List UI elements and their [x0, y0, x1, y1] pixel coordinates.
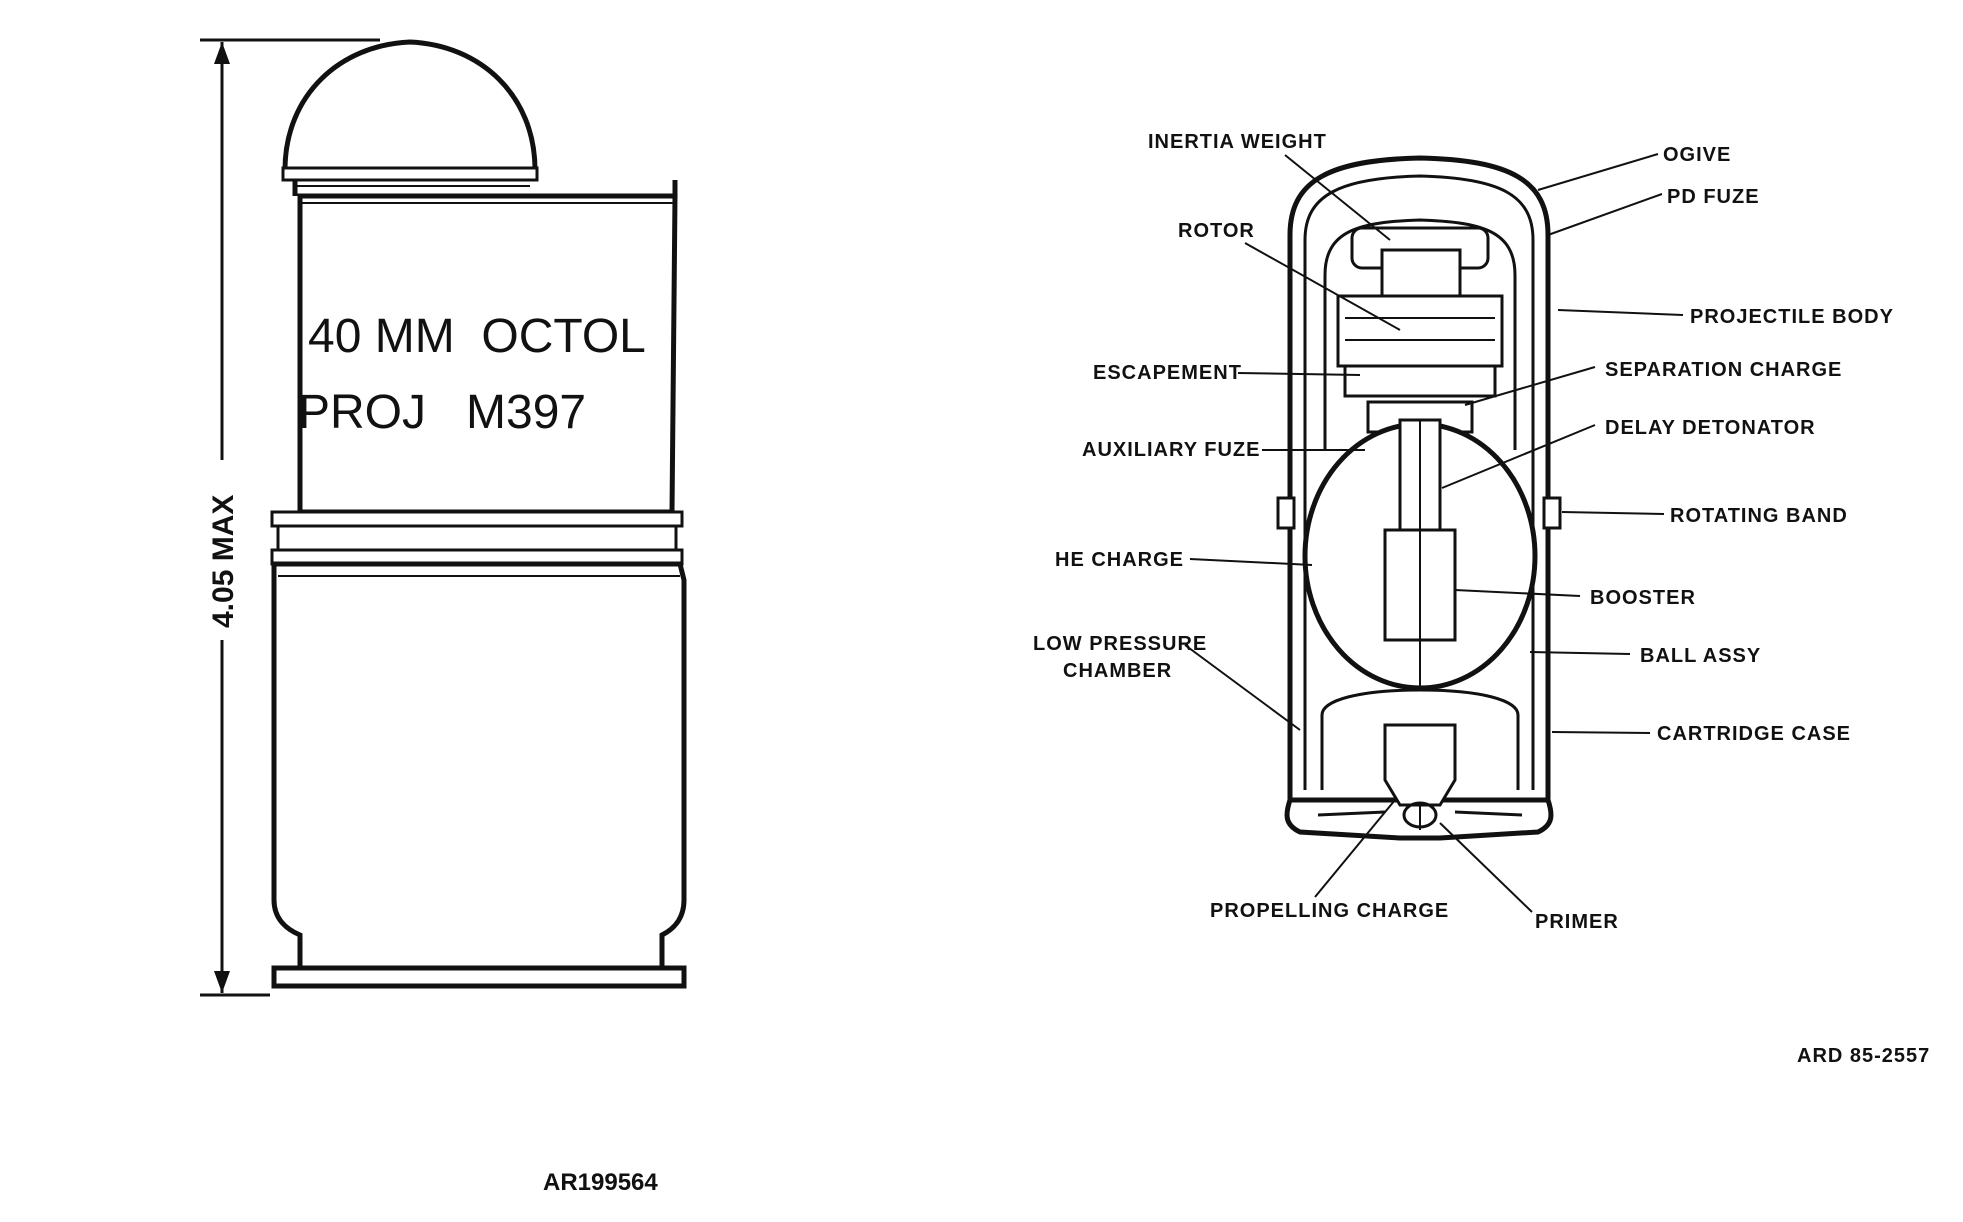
label-auxiliary-fuze: AUXILIARY FUZE — [1082, 439, 1260, 461]
label-rotating-band: ROTATING BAND — [1670, 505, 1848, 527]
nose-band — [281, 166, 539, 182]
rotor-block — [1380, 248, 1462, 298]
cartridge-outline — [292, 180, 678, 196]
leader-lines — [1184, 153, 1684, 913]
ogive-inner — [1303, 174, 1535, 790]
label-low-pressure-1: LOW PRESSURE — [1033, 633, 1207, 655]
arrow-up-icon — [214, 42, 230, 64]
label-booster: BOOSTER — [1590, 587, 1696, 609]
marking-line-2: PROJ M397 — [298, 386, 586, 439]
primer — [1402, 801, 1438, 829]
rotor — [1336, 294, 1504, 368]
band-top — [270, 510, 684, 528]
label-he-charge: HE CHARGE — [1055, 549, 1184, 571]
label-escapement: ESCAPEMENT — [1093, 362, 1242, 384]
cartridge-case — [271, 561, 687, 971]
exterior-view: 4.05 MAX 40 MM OCTOL PROJ M397 AR199564 — [200, 38, 687, 1196]
dimension-line: 4.05 MAX — [200, 38, 380, 997]
label-cartridge-case: CARTRIDGE CASE — [1657, 723, 1851, 745]
image-number-left: AR199564 — [543, 1169, 658, 1196]
label-delay-detonator: DELAY DETONATOR — [1605, 417, 1816, 439]
rotating-band-right — [1542, 496, 1562, 530]
base-rim — [271, 965, 687, 989]
label-inertia-weight: INERTIA WEIGHT — [1148, 131, 1327, 153]
cutaway-view: INERTIA WEIGHT ROTOR ESCAPEMENT AUXILIAR… — [1033, 131, 1930, 1067]
image-number-right: ARD 85-2557 — [1797, 1045, 1930, 1067]
label-rotor: ROTOR — [1178, 220, 1255, 242]
label-low-pressure-2: CHAMBER — [1063, 660, 1172, 682]
band-gap — [276, 524, 678, 552]
label-propelling-charge: PROPELLING CHARGE — [1210, 900, 1449, 922]
escapement — [1343, 364, 1497, 398]
marking-line-1: 40 MM OCTOL — [308, 310, 646, 363]
label-pd-fuze: PD FUZE — [1667, 186, 1760, 208]
label-projectile-body: PROJECTILE BODY — [1690, 306, 1894, 328]
label-ball-assy: BALL ASSY — [1640, 645, 1761, 667]
rotating-band-left — [1276, 496, 1296, 530]
dimension-label: 4.05 MAX — [207, 495, 240, 628]
arrow-down-icon — [214, 971, 230, 993]
label-ogive: OGIVE — [1663, 144, 1731, 166]
propelling-charge-cup — [1383, 723, 1457, 807]
label-primer: PRIMER — [1535, 911, 1619, 933]
nose-cap — [282, 39, 538, 173]
label-separation-charge: SEPARATION CHARGE — [1605, 359, 1842, 381]
